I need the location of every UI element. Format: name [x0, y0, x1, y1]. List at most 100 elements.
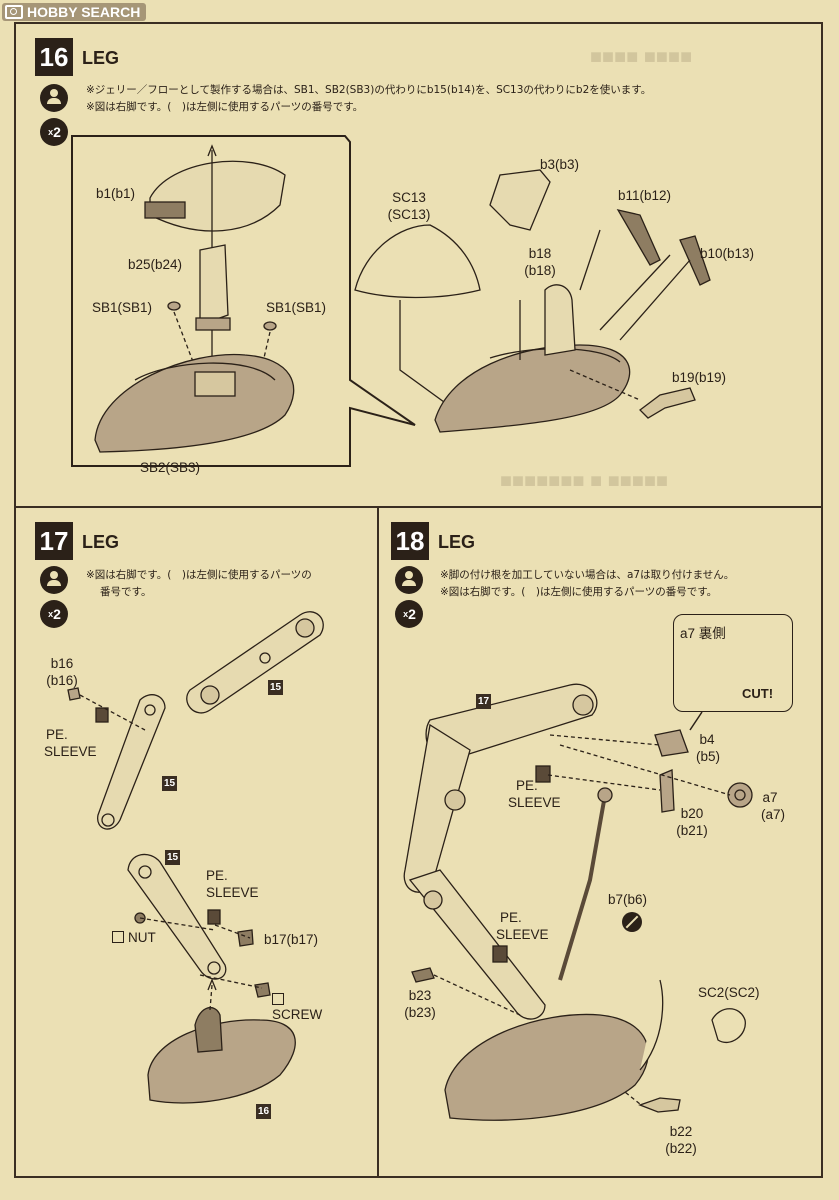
do-not-use-icon [622, 912, 642, 932]
person-icon [40, 84, 68, 112]
label-a7-b: (a7) [760, 807, 785, 822]
label-b19: b19(b19) [672, 370, 727, 385]
person-icon [40, 566, 68, 594]
callout-title: a7 裏側 [680, 626, 726, 641]
watermark-text: HOBBY SEARCH [27, 4, 141, 20]
step-title-17: LEG [82, 532, 120, 552]
label-b4-a: b4 [699, 732, 715, 747]
label-pe-sleeve-a: PE. [46, 727, 68, 742]
step-title-16: LEG [82, 48, 120, 68]
part-sc13 [354, 224, 481, 299]
part-sc2 [711, 1008, 746, 1044]
step-18-note-2: ※図は右脚です。( )は左側に使用するパーツの番号です。 [440, 586, 718, 598]
step-18-note-1: ※脚の付け根を加工していない場合は、a7は取り付けません。 [440, 569, 735, 581]
leg-base [444, 1013, 649, 1121]
part-b1 [149, 160, 286, 232]
step-17-note-2: 番号です。 [100, 586, 152, 598]
step-17-note-1: ※図は右脚です。( )は左側に使用するパーツの [86, 569, 312, 581]
label-b7: b7(b6) [608, 892, 648, 907]
label-b25: b25(b24) [128, 257, 183, 272]
part-sb1-left [167, 301, 181, 311]
part-15-upper [186, 611, 324, 714]
label-pe-sleeve-3b: SLEEVE [508, 795, 561, 810]
part-tag-15: 15 [268, 680, 283, 695]
label-b4-b: (b5) [695, 749, 720, 764]
step-16-note-2: ※図は右脚です。( )は左側に使用するパーツの番号です。 [86, 101, 364, 113]
part-tag-16: 16 [256, 1104, 271, 1119]
camera-icon [5, 5, 23, 19]
part-b10 [679, 235, 711, 286]
a7-back-callout [673, 614, 793, 712]
rod [558, 794, 607, 981]
label-pe-sleeve-4a: PE. [500, 910, 522, 925]
part-b3 [489, 169, 551, 231]
part-sb2 [94, 353, 295, 453]
pe-sleeve-2 [207, 909, 221, 925]
part-b18 [544, 284, 576, 356]
label-sc13-b: (SC13) [387, 207, 431, 222]
label-a7-a: a7 [762, 790, 778, 805]
label-nut: NUT [112, 930, 156, 946]
leg-upper [425, 683, 598, 762]
label-b16-b: (b16) [46, 673, 78, 688]
label-b1: b1(b1) [96, 186, 136, 201]
label-b10: b10(b13) [700, 246, 755, 261]
label-b17: b17(b17) [264, 932, 319, 947]
part-b1-detail [144, 201, 186, 219]
step-16-note-1: ※ジェリー／フローとして製作する場合は、SB1、SB2(SB3)の代わりにb15… [86, 84, 652, 96]
label-b16-a: b16 [50, 656, 74, 671]
part-tag-15: 15 [162, 776, 177, 791]
part-b16 [67, 687, 81, 701]
label-pe-sleeve-4b: SLEEVE [496, 927, 549, 942]
label-sb1-right: SB1(SB1) [266, 300, 327, 315]
pe-sleeve-1 [95, 707, 109, 723]
part-sb1-right [263, 321, 277, 331]
label-pe-sleeve-2a: PE. [206, 868, 228, 883]
label-b3: b3(b3) [540, 157, 580, 172]
step-18-panel [377, 506, 823, 1178]
part-b23 [411, 967, 435, 983]
part-b19 [639, 387, 696, 419]
part-a7 [727, 782, 753, 808]
label-screw: SCREW [272, 993, 322, 1023]
label-pe-sleeve-2b: SLEEVE [206, 885, 259, 900]
right-base-assembly [434, 344, 631, 433]
label-b23-a: b23 [408, 988, 432, 1003]
part-b22 [638, 1097, 681, 1113]
part-b25 [199, 244, 229, 326]
label-pe-sleeve-b: SLEEVE [44, 744, 97, 759]
label-b23-b: (b23) [404, 1005, 436, 1020]
part-15-lower [97, 694, 166, 830]
step-title-18: LEG [438, 532, 476, 552]
label-sb1-left: SB1(SB1) [92, 300, 153, 315]
label-sc2: SC2(SC2) [698, 985, 760, 1000]
part-b20 [659, 769, 675, 813]
step-number-17: 17 [35, 522, 73, 560]
label-b22-a: b22 [669, 1124, 693, 1139]
part-tag-17: 17 [476, 694, 491, 709]
part-b4 [654, 729, 689, 757]
part-tag-15: 15 [165, 850, 180, 865]
label-b20-b: (b21) [676, 823, 708, 838]
part-b11 [616, 209, 661, 266]
part-b17 [237, 929, 254, 947]
pe-sleeve-4 [492, 945, 508, 963]
label-b11: b11(b12) [618, 188, 672, 203]
person-icon [395, 566, 423, 594]
label-b22-b: (b22) [665, 1141, 697, 1156]
label-cut: CUT! [742, 686, 774, 701]
part-16-base [147, 1019, 296, 1104]
step-number-18: 18 [391, 522, 429, 560]
step-number-16: 16 [35, 38, 73, 76]
watermark: HOBBY SEARCH [2, 3, 147, 21]
label-sc13-a: SC13 [392, 190, 426, 205]
label-b18-b: (b18) [524, 263, 556, 278]
pe-sleeve-3 [535, 765, 551, 783]
label-b18-a: b18 [528, 246, 552, 261]
label-pe-sleeve-3a: PE. [516, 778, 538, 793]
leg-lower [408, 869, 546, 1020]
